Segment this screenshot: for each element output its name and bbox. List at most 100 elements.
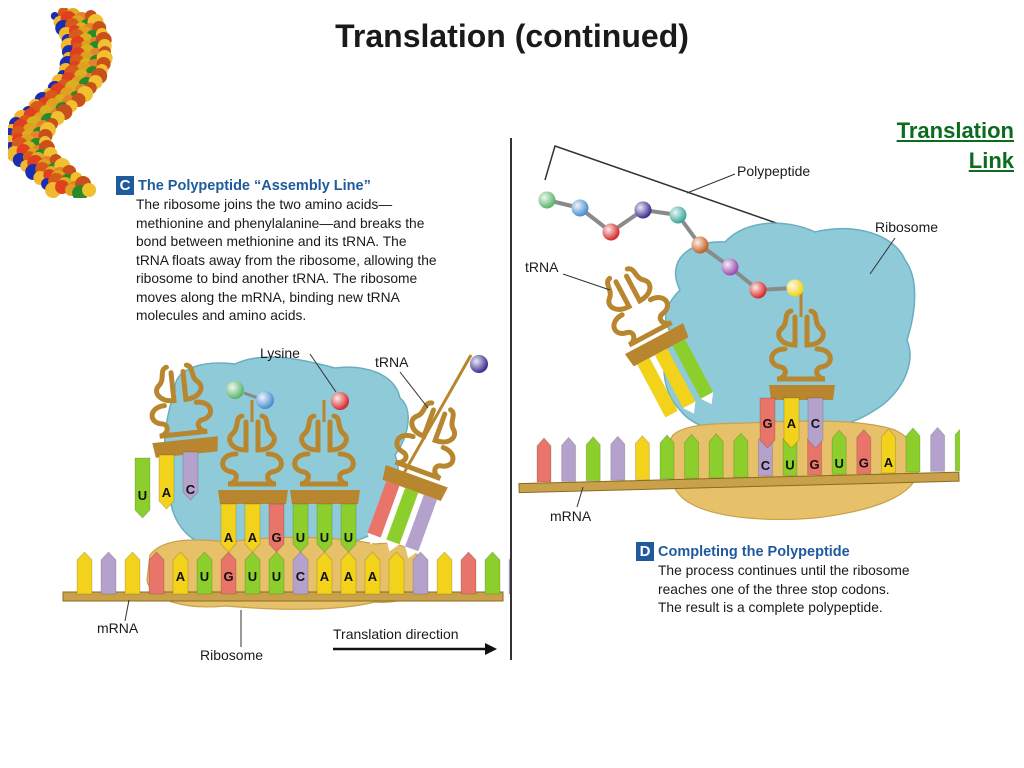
codon-letter: A bbox=[344, 569, 354, 584]
anticodon-letter: U bbox=[138, 488, 147, 503]
label-ribosome-d: Ribosome bbox=[875, 219, 938, 235]
panel-d-body: The process continues until the ribosome… bbox=[658, 562, 976, 618]
codon-letter: A bbox=[320, 569, 330, 584]
nucleotide-base bbox=[388, 551, 405, 595]
panel-c-heading: The Polypeptide “Assembly Line” bbox=[138, 177, 371, 194]
bound-trna-d bbox=[769, 290, 835, 400]
translation-link[interactable]: Translation Link bbox=[897, 116, 1014, 176]
codon-letter: U bbox=[200, 569, 209, 584]
panel-c-badge: C bbox=[116, 176, 134, 195]
nucleotide-base bbox=[708, 433, 724, 479]
nucleotide-base bbox=[880, 428, 896, 474]
leaving-trna bbox=[149, 362, 218, 458]
nucleotide-base bbox=[659, 434, 675, 480]
panel-c-body-line: molecules and amino acids. bbox=[136, 308, 307, 323]
codon-letter: G bbox=[223, 569, 233, 584]
panel-d-body-line: reaches one of the three stop codons. bbox=[658, 581, 890, 597]
nucleotide-base bbox=[220, 503, 237, 553]
nucleotide-base bbox=[536, 437, 552, 483]
nucleotide-base bbox=[316, 551, 333, 595]
panel-d-body-line: The result is a complete polypeptide. bbox=[658, 600, 883, 615]
codon-letter: U bbox=[835, 456, 844, 471]
nucleotide-base bbox=[268, 503, 285, 553]
panel-c-body-line: moves along the mRNA, binding new tRNA bbox=[136, 289, 400, 305]
panel-c-body-line: methionine and phenylalanine—and breaks … bbox=[136, 215, 425, 231]
panel-d-heading: Completing the Polypeptide bbox=[658, 543, 850, 560]
nucleotide-base bbox=[634, 434, 650, 481]
nucleotide-base bbox=[158, 454, 175, 510]
nucleotide-base bbox=[759, 397, 776, 449]
translation-link-line1: Translation bbox=[896, 118, 1014, 143]
panel-divider bbox=[510, 138, 512, 660]
nucleotide-base bbox=[124, 551, 141, 595]
label-ribosome-c: Ribosome bbox=[200, 647, 263, 663]
page-title: Translation (continued) bbox=[335, 18, 689, 54]
nucleotide-base bbox=[268, 551, 285, 595]
nucleotide-base bbox=[134, 457, 151, 519]
mrna-backbone-d bbox=[518, 471, 960, 494]
codon-letter: C bbox=[761, 458, 771, 473]
codon-letter: G bbox=[810, 457, 820, 472]
anticodon-letter: A bbox=[248, 530, 258, 545]
codon-letter: U bbox=[272, 569, 281, 584]
bound-trna bbox=[290, 400, 360, 504]
panel-d-caption: D Completing the Polypeptide The process… bbox=[636, 542, 976, 618]
label-mrna-d: mRNA bbox=[550, 508, 592, 524]
nucleotide-base bbox=[340, 503, 357, 553]
anticodon-letter: A bbox=[787, 416, 797, 431]
nucleotide-base bbox=[733, 432, 749, 478]
nucleotide-base bbox=[436, 551, 453, 595]
label-trna-d: tRNA bbox=[525, 259, 559, 275]
anticodon-letter: A bbox=[224, 530, 234, 545]
nucleotide-base bbox=[148, 551, 165, 595]
nucleotide-base bbox=[244, 551, 261, 595]
anticodon-letter: U bbox=[296, 530, 305, 545]
nucleotide-base bbox=[316, 503, 333, 553]
anticodon-letter: C bbox=[811, 416, 821, 431]
nucleotide-base bbox=[460, 551, 477, 595]
nucleotide-base bbox=[684, 433, 700, 479]
label-lysine: Lysine bbox=[260, 345, 300, 361]
anticodon-letter: C bbox=[186, 482, 196, 497]
incoming-trna bbox=[367, 400, 458, 559]
translation-link-line2: Link bbox=[968, 148, 1014, 173]
codon-letter: C bbox=[296, 569, 306, 584]
nucleotide-base bbox=[364, 551, 381, 595]
panel-c-body: The ribosome joins the two amino acids— … bbox=[136, 196, 496, 326]
nucleotide-base bbox=[561, 436, 577, 482]
nucleotide-base bbox=[610, 435, 626, 481]
nucleotide-base bbox=[76, 551, 93, 595]
panel-c-body-line: tRNA floats away from the ribosome, allo… bbox=[136, 252, 437, 268]
panel-c-body-line: bond between methionine and its tRNA. Th… bbox=[136, 234, 407, 249]
nucleotide-base bbox=[831, 429, 847, 475]
codon-letter: A bbox=[368, 569, 378, 584]
panel-c-body-line: The ribosome joins the two amino acids— bbox=[136, 197, 393, 212]
label-polypeptide: Polypeptide bbox=[737, 163, 810, 179]
nucleotide-base bbox=[340, 551, 357, 595]
panel-c-body-line: ribosome to bind another tRNA. The ribos… bbox=[136, 271, 418, 286]
label-mrna-c: mRNA bbox=[97, 620, 139, 636]
panel-c-caption: C The Polypeptide “Assembly Line” The ri… bbox=[116, 176, 496, 326]
panel-d-body-line: The process continues until the ribosome bbox=[658, 563, 910, 578]
anticodon-letter: G bbox=[762, 416, 772, 431]
panel-d-badge: D bbox=[636, 542, 654, 561]
anticodon-letter: U bbox=[320, 530, 329, 545]
nucleotide-base bbox=[905, 427, 921, 473]
dna-model-image bbox=[8, 8, 113, 198]
nucleotide-base bbox=[930, 426, 946, 472]
nucleotide-base bbox=[585, 436, 601, 482]
nucleotide-base bbox=[244, 503, 261, 553]
anticodon-letter: G bbox=[271, 530, 281, 545]
codon-letter: G bbox=[859, 456, 869, 471]
nucleotide-base bbox=[196, 551, 213, 595]
anticodon-letter: U bbox=[344, 530, 353, 545]
nucleotide-base bbox=[292, 551, 309, 595]
nucleotide-base bbox=[100, 551, 117, 595]
nucleotide-base bbox=[292, 503, 309, 553]
anticodon-letter: A bbox=[162, 485, 172, 500]
nucleotide-base bbox=[484, 551, 501, 595]
label-trna-c: tRNA bbox=[375, 354, 409, 370]
codon-letter: A bbox=[176, 569, 186, 584]
